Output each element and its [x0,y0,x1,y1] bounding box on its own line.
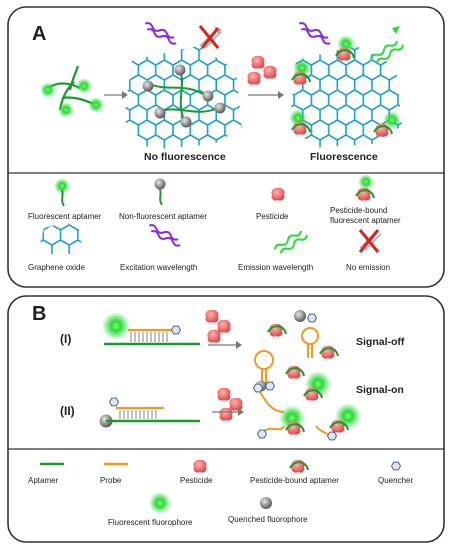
legend-pesticide: Pesticide [256,212,289,221]
arrow-a1 [104,91,128,99]
legend-pesticide-icon [271,187,285,201]
legend-pesticide-bound-icon [355,174,375,201]
legend-pesticide-bound-line1: Pesticide-bound [330,206,388,215]
caption-fluorescence: Fluorescence [310,151,378,163]
legend-fluorescent-aptamer: Fluorescent aptamer [28,212,102,221]
legend-no-emission-icon [358,229,382,253]
excitation-arrow-right [298,22,331,45]
row1-label: (I) [60,332,72,346]
row1-duplex [102,312,200,346]
pesticide-cluster-b2 [217,387,243,421]
panel-b-letter: B [32,303,47,325]
legend-no-emission: No emission [346,263,391,272]
row2-products [253,371,361,441]
arrow-b2 [212,408,244,416]
graphene-sheet-right [289,35,402,148]
legend-nonfluorescent-aptamer-icon [154,178,166,206]
legend-b-fluorescent-fluorophore: Fluorescent fluorophore [108,518,193,527]
legend-b-aptamer: Aptamer [28,476,59,485]
legend-b-pesticide: Pesticide [180,476,213,485]
legend-b-quencher-icon [391,461,401,471]
row2-duplex [99,397,200,428]
legend-pesticide-bound-line2: fluorescent aptamer [330,216,401,225]
signal-off-label: Signal-off [356,336,405,348]
graphene-sheet-left [124,46,242,150]
legend-excitation: Excitation wavelength [120,263,198,272]
legend-b-pesticide-icon [193,459,207,473]
legend-emission-icon [273,230,309,254]
legend-emission: Emission wavelength [238,263,314,272]
panel-b-frame [7,295,445,543]
arrow-b1 [208,341,242,349]
legend-non-fluorescent-aptamer: Non-fluorescent aptamer [119,212,208,221]
panel-a-frame [7,6,445,288]
arrow-a2 [248,91,284,99]
legend-b-bound-aptamer-icon [289,459,309,473]
legend-b-probe: Probe [100,476,122,485]
legend-excitation-icon [148,224,181,247]
no-emission-mark-left [198,25,222,49]
legend-graphene-oxide: Graphene oxide [28,263,85,272]
legend-fluorescent-aptamer-icon [54,178,70,207]
excitation-arrow-left [144,22,177,45]
legend-b-fluorescent-fluorophore-icon [149,492,171,514]
panel-a-letter: A [32,23,47,45]
pesticide-cluster-b1 [205,309,231,343]
row2-label: (II) [60,404,75,418]
pesticide-cluster-a [247,55,277,85]
legend-b-pesticide-bound-aptamer: Pesticide-bound aptamer [250,476,339,485]
free-aptamer-cluster [40,65,104,118]
signal-on-label: Signal-on [356,384,404,396]
caption-no-fluorescence: No fluorescence [144,151,226,163]
legend-b-quenched-fluorophore-icon [260,497,272,509]
legend-graphene-oxide-icon [40,222,82,254]
legend-b-quencher: Quencher [378,476,414,485]
legend-b-quenched-fluorophore: Quenched fluorophore [228,515,308,524]
emission-arrow-right [369,26,405,64]
